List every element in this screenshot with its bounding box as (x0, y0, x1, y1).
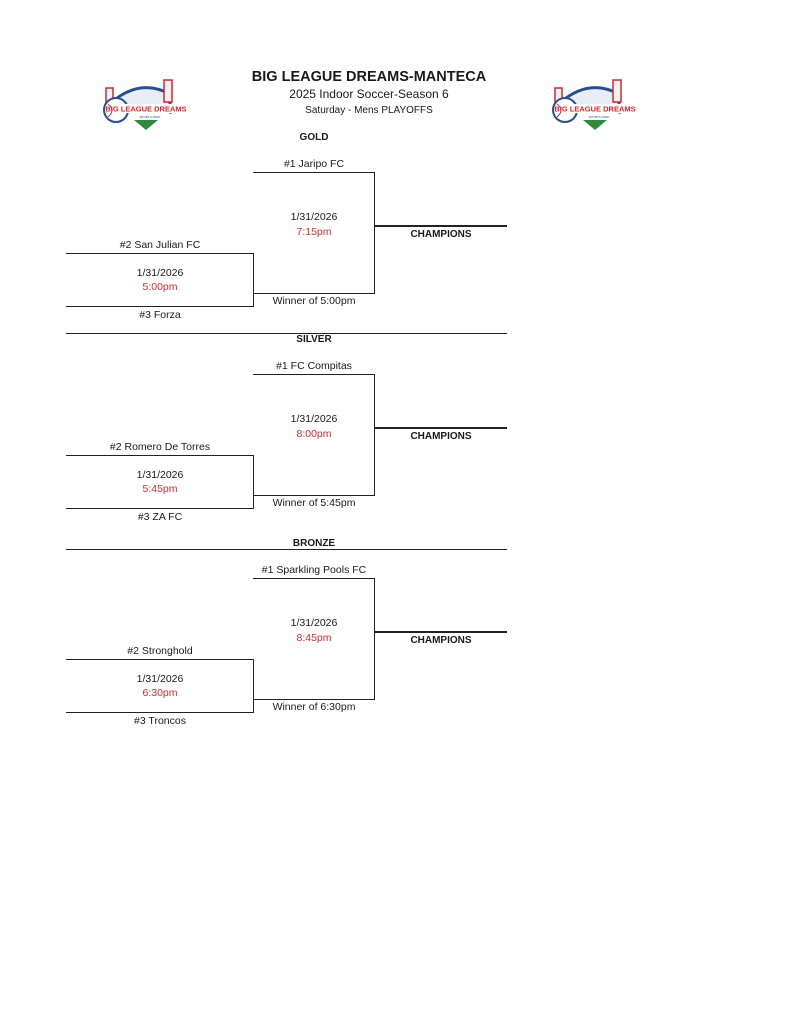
winner-line (253, 699, 375, 700)
seed-2-line (66, 659, 254, 660)
final-connector (374, 172, 375, 293)
svg-text:BIG LEAGUE DREAMS: BIG LEAGUE DREAMS (554, 105, 635, 114)
seed-3-team: #3 Forza (139, 309, 181, 321)
semi-time: 5:45pm (142, 483, 178, 495)
champions-line (375, 225, 507, 227)
champions-line (375, 427, 507, 429)
winner-line (253, 293, 375, 294)
division-title: SILVER (296, 334, 332, 345)
final-date: 1/31/2026 (290, 413, 338, 425)
winner-label: Winner of 6:30pm (272, 701, 356, 713)
winner-line (253, 495, 375, 496)
seed-2-team: #2 San Julian FC (119, 239, 201, 251)
page-title: BIG LEAGUE DREAMS-MANTECA (251, 69, 487, 85)
final-connector (374, 374, 375, 495)
division-title: BRONZE (292, 538, 336, 549)
semi-connector (253, 253, 254, 307)
section-divider (66, 333, 507, 334)
champions-label: CHAMPIONS (410, 635, 472, 646)
champions-label: CHAMPIONS (410, 431, 472, 442)
semi-connector (253, 455, 254, 509)
seed-3-line (66, 712, 254, 713)
seed-2-line (66, 455, 254, 456)
seed-1-team: #1 FC Compitas (276, 360, 352, 372)
seed-1-line (253, 374, 375, 375)
semi-time: 5:00pm (142, 281, 178, 293)
big-league-dreams-logo-right: BIG LEAGUE DREAMS SPORTS PARK (552, 79, 635, 130)
final-date: 1/31/2026 (290, 617, 338, 629)
final-date: 1/31/2026 (290, 211, 338, 223)
final-time: 8:45pm (296, 632, 332, 644)
seed-3-team: #3 ZA FC (137, 511, 183, 523)
seed-1-team: #1 Sparkling Pools FC (261, 564, 367, 576)
svg-text:BIG LEAGUE DREAMS: BIG LEAGUE DREAMS (105, 105, 186, 114)
seed-3-line (66, 306, 254, 307)
semi-date: 1/31/2026 (136, 469, 184, 481)
seed-3-team: #3 Troncos (134, 715, 186, 727)
seed-1-team: #1 Jaripo FC (283, 158, 345, 170)
seed-1-line (253, 578, 375, 579)
seed-2-team: #2 Stronghold (127, 645, 193, 657)
seed-2-team: #2 Romero De Torres (109, 441, 211, 453)
svg-text:SPORTS PARK: SPORTS PARK (139, 115, 160, 119)
final-time: 8:00pm (296, 428, 332, 440)
event-description: Saturday - Mens PLAYOFFS (305, 105, 433, 116)
seed-2-line (66, 253, 254, 254)
semi-connector (253, 659, 254, 713)
final-time: 7:15pm (296, 226, 332, 238)
winner-label: Winner of 5:00pm (272, 295, 356, 307)
seed-1-line (253, 172, 375, 173)
section-divider (66, 549, 507, 550)
winner-label: Winner of 5:45pm (272, 497, 356, 509)
svg-text:SPORTS PARK: SPORTS PARK (588, 115, 609, 119)
champions-label: CHAMPIONS (410, 229, 472, 240)
semi-date: 1/31/2026 (136, 673, 184, 685)
page-subtitle: 2025 Indoor Soccer-Season 6 (289, 87, 449, 101)
big-league-dreams-logo-left: BIG LEAGUE DREAMS SPORTS PARK (103, 79, 186, 130)
final-connector (374, 578, 375, 699)
champions-line (375, 631, 507, 633)
division-title: GOLD (299, 132, 329, 143)
seed-3-line (66, 508, 254, 509)
semi-date: 1/31/2026 (136, 267, 184, 279)
semi-time: 6:30pm (142, 687, 178, 699)
